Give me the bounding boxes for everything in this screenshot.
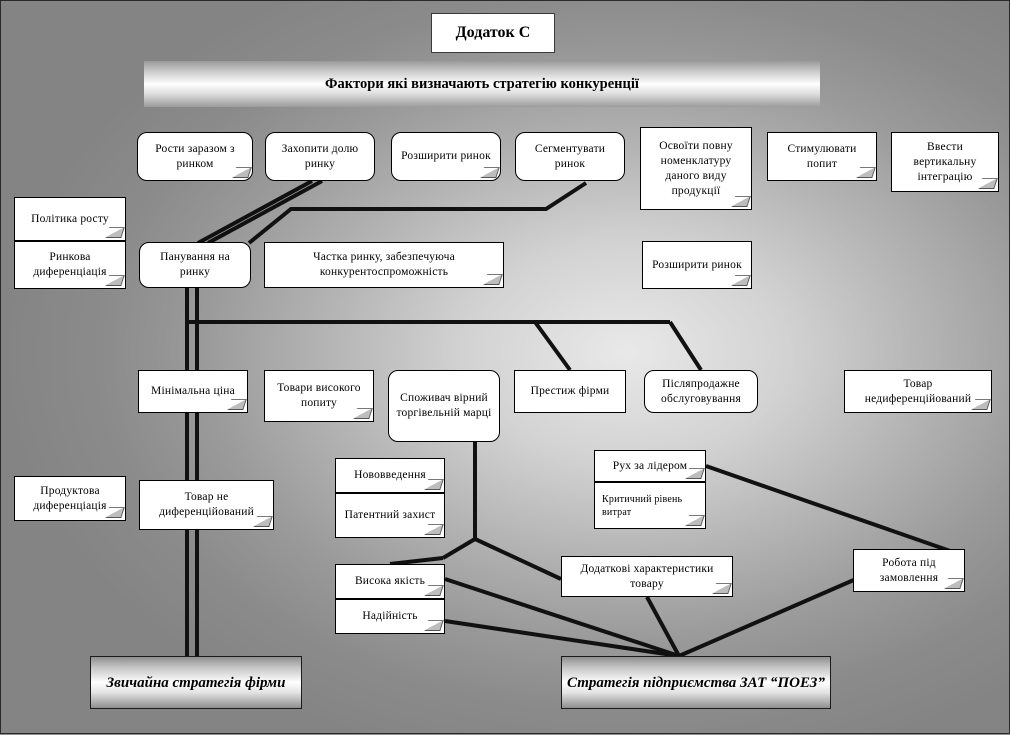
node-label: Післяпродажне обслуговування	[661, 377, 741, 405]
node-product-differentiation[interactable]: Продуктова диференціація	[14, 476, 126, 521]
strategy-label: Звичайна стратегія фірми	[106, 674, 286, 691]
node-label: Товар не диференційований	[159, 491, 254, 518]
node-reliability[interactable]: Надійність	[335, 599, 445, 634]
node-firm-prestige[interactable]: Престиж фірми	[514, 370, 626, 413]
node-label: Освоїти повну номенклатуру даного виду п…	[659, 139, 733, 197]
node-label: Критичний рівень витрат	[602, 493, 683, 518]
node-patent-protection[interactable]: Патентний захист	[335, 493, 445, 538]
node-label: Розширити ринок	[652, 258, 742, 271]
node-label: Патентний захист	[344, 509, 436, 521]
node-label: Споживач вірний торгівельній марці	[396, 392, 492, 419]
node-label: Надійність	[362, 610, 418, 622]
node-high-quality[interactable]: Висока якість	[335, 564, 445, 599]
node-label: Політика росту	[31, 212, 109, 225]
node-label: Сегментувати ринок	[534, 142, 606, 170]
node-critical-cost-level[interactable]: Критичний рівень витрат	[594, 482, 706, 529]
strategy-label: Стратегія підприємства ЗАТ “ПОЕЗ”	[567, 674, 825, 691]
node-label: Панування на ринку	[160, 251, 230, 278]
node-segment-market[interactable]: Сегментувати ринок	[515, 132, 625, 181]
node-label: Рости заразом з ринком	[155, 142, 235, 170]
diagram-banner-title: Фактори які визначають стратегію конкуре…	[144, 61, 820, 107]
node-innovations[interactable]: Нововведення	[335, 458, 445, 493]
node-vertical-integration[interactable]: Ввести вертикальну інтеграцію	[891, 132, 999, 192]
appendix-title: Додаток С	[431, 13, 555, 53]
node-competitive-market-share[interactable]: Частка ринку, забезпечуюча конкурентоспр…	[264, 242, 504, 288]
node-label: Розширити ринок	[401, 150, 491, 162]
node-label: Рух за лідером	[612, 459, 688, 472]
node-brand-loyal-consumer[interactable]: Споживач вірний торгівельній марці	[388, 370, 500, 442]
node-label: Нововведення	[354, 469, 426, 481]
node-label: Стимулювати попит	[787, 142, 857, 170]
node-growth-policy[interactable]: Політика росту	[14, 197, 126, 241]
node-label: Робота під замовлення	[879, 556, 939, 584]
node-grow-with-market[interactable]: Рости заразом з ринком	[137, 132, 253, 181]
node-label: Продуктова диференціація	[33, 484, 107, 512]
node-label: Додаткові характеристики товару	[580, 562, 714, 590]
node-minimal-price[interactable]: Мінімальна ціна	[138, 370, 248, 413]
appendix-label: Додаток С	[455, 24, 531, 41]
strategy-enterprise-poez[interactable]: Стратегія підприємства ЗАТ “ПОЕЗ”	[561, 656, 831, 709]
node-stimulate-demand[interactable]: Стимулювати попит	[767, 132, 877, 181]
node-after-sales-service[interactable]: Післяпродажне обслуговування	[644, 370, 758, 413]
node-label: Частка ринку, забезпечуюча конкурентоспр…	[313, 251, 455, 278]
node-label: Захопити долю ринку	[281, 142, 359, 170]
node-full-product-range[interactable]: Освоїти повну номенклатуру даного виду п…	[640, 127, 752, 210]
node-additional-features[interactable]: Додаткові характеристики товару	[561, 556, 733, 597]
node-market-differentiation[interactable]: Ринкова диференціація	[14, 241, 126, 289]
node-product-not-differentiated[interactable]: Товар не диференційований	[139, 480, 274, 530]
node-label: Ввести вертикальну інтеграцію	[913, 140, 977, 183]
node-market-domination[interactable]: Панування на ринку	[139, 242, 251, 288]
strategy-ordinary-firm[interactable]: Звичайна стратегія фірми	[90, 656, 302, 709]
node-follow-the-leader[interactable]: Рух за лідером	[594, 450, 706, 482]
node-undifferentiated-product-right[interactable]: Товар недиференційований	[844, 370, 992, 413]
node-label: Висока якість	[354, 575, 426, 587]
node-expand-market-top[interactable]: Розширити ринок	[391, 132, 501, 181]
node-expand-market-mid[interactable]: Розширити ринок	[642, 241, 752, 289]
node-made-to-order[interactable]: Робота під замовлення	[853, 549, 965, 592]
node-label: Ринкова диференціація	[33, 251, 107, 278]
node-label: Престиж фірми	[530, 385, 610, 397]
node-capture-share[interactable]: Захопити долю ринку	[265, 132, 375, 181]
node-label: Мінімальна ціна	[151, 385, 235, 397]
node-label: Товари високого попиту	[277, 382, 361, 409]
node-label: Товар недиференційований	[864, 377, 972, 405]
banner-label: Фактори які визначають стратегію конкуре…	[325, 75, 639, 92]
node-high-demand-goods[interactable]: Товари високого попиту	[264, 370, 374, 422]
